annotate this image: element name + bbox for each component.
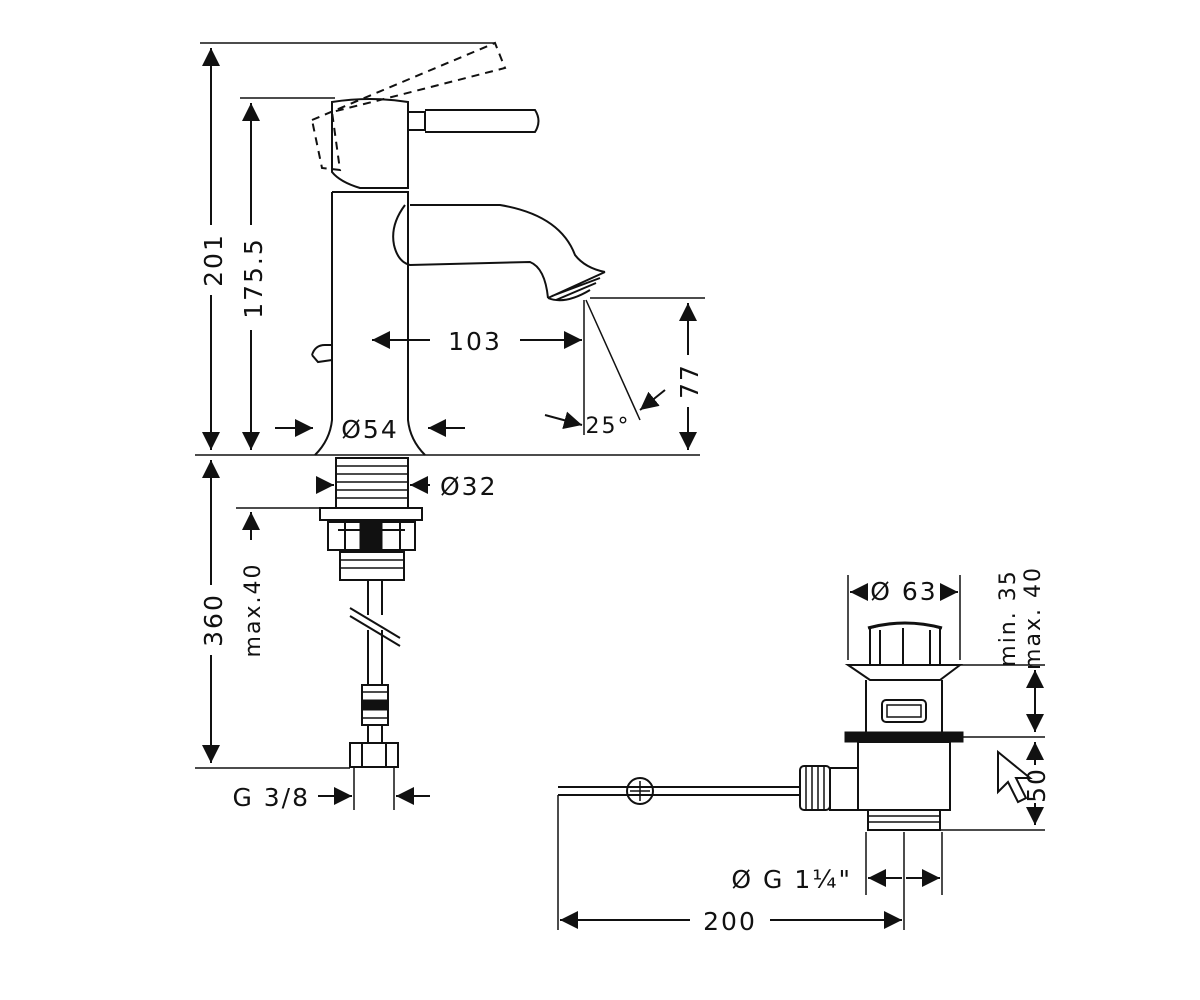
dim-height-spout: 175.5 — [239, 237, 268, 319]
dim-spout-clearance: 77 — [675, 363, 704, 399]
dim-waste-thread: Ø G 1¼" — [731, 865, 852, 894]
dim-shank-diameter: Ø32 — [440, 472, 498, 501]
washer — [319, 507, 423, 521]
dim-min-height: min. 35 — [996, 569, 1021, 666]
dim-base-diameter: Ø54 — [341, 415, 399, 444]
drain-gasket — [844, 731, 964, 743]
dim-max-deck: max.40 — [241, 563, 266, 658]
lower-thread — [339, 551, 405, 581]
faucet-drawing: 201 175.5 103 77 25° Ø54 Ø32 360 — [193, 41, 707, 812]
lever-handle — [407, 109, 540, 133]
supply-hose — [367, 580, 383, 685]
popup-rod — [311, 344, 333, 364]
aerator — [547, 271, 606, 302]
dim-rod-length: 200 — [703, 907, 757, 936]
dim-max-height: max. 40 — [1021, 566, 1046, 670]
dim-spout-reach: 103 — [448, 327, 502, 356]
side-connector — [829, 767, 858, 811]
drain-body — [865, 680, 943, 732]
faucet-spout — [392, 204, 606, 299]
cursor-pointer-icon — [997, 749, 1033, 804]
faucet-column — [314, 191, 426, 456]
lever-alt-position — [310, 41, 507, 172]
dim-spout-angle: 25° — [586, 414, 631, 439]
lever-body — [331, 98, 409, 189]
dim-flange-diameter: Ø 63 — [870, 577, 937, 606]
drain-flange — [844, 664, 963, 681]
rod-clip — [626, 777, 654, 805]
shank-threads — [336, 465, 408, 499]
union-nut — [349, 742, 399, 768]
dim-height-total: 201 — [199, 233, 228, 287]
dim-hose-length: 360 — [199, 593, 228, 647]
dim-connection-thread: G 3/8 — [232, 783, 310, 812]
waste-drawing: Ø 63 min. 35 max. 40 50 Ø G 1¼" 200 — [557, 566, 1051, 936]
dim-body-height: 50 — [1022, 767, 1051, 803]
